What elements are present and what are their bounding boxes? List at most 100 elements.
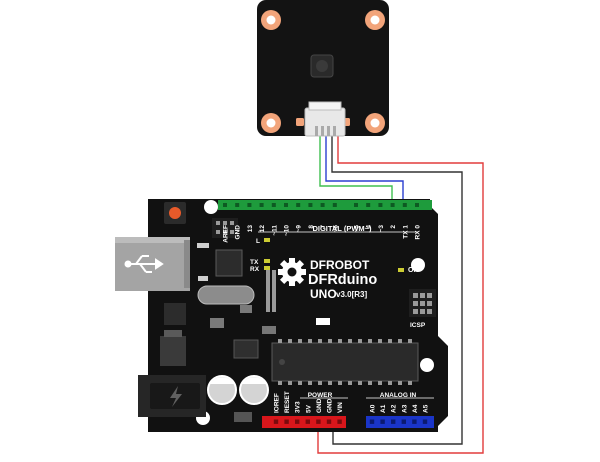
digital-pin-hole (366, 203, 371, 207)
digital-pin-hole (247, 203, 252, 207)
digital-pin-hole (354, 203, 358, 207)
board-hole (420, 358, 434, 372)
digital-header (218, 200, 432, 210)
analog-header (366, 416, 434, 428)
brand-label: DFROBOT (310, 258, 370, 272)
led-on (398, 268, 404, 272)
power-pin-hole (316, 419, 321, 424)
dfrobot-gear-icon (278, 258, 306, 286)
analog-pin-hole (412, 419, 417, 424)
power-pin-label: VIN (337, 402, 344, 413)
sensor-connector (304, 107, 346, 137)
analog-pin-label: A0 (370, 404, 377, 413)
digital-pin-label: 13 (247, 225, 254, 233)
wire-green (319, 136, 393, 203)
digital-pin-label: 7 (320, 225, 327, 229)
digital-pin-label: AREF (223, 225, 230, 243)
digital-pin-hole (223, 203, 227, 207)
digital-pin-hole (378, 203, 383, 207)
digital-pin-hole (308, 203, 313, 207)
voltage-regulator (160, 336, 186, 366)
dfrduino-board: DIGITAL (PWM~) AREF GND 13 12 ~11 ~10 ~9 8 7 ~6 ~5… (115, 199, 448, 432)
digital-pin-hole (235, 203, 240, 207)
led-tx-label: TX (250, 259, 259, 266)
power-pin-label: 5V (305, 404, 312, 413)
analog-pin-label: A5 (423, 404, 430, 413)
capacitor (207, 375, 237, 405)
wire-red (317, 136, 484, 454)
digital-pin-label: 8 (308, 225, 315, 229)
power-pin-label: IOREF (274, 393, 281, 413)
digital-pin-label: ~11 (271, 225, 278, 236)
analog-pin-label: A2 (391, 404, 398, 413)
digital-pin-label: RX 0 (415, 225, 422, 240)
usb-icon (124, 255, 164, 273)
sensor-module (257, 0, 389, 137)
digital-pin-label: GND (235, 225, 242, 240)
board-hole (411, 258, 425, 272)
lightning-icon (170, 386, 182, 407)
led-on-label: ON (408, 267, 419, 274)
version-label: v3.0[R3] (336, 290, 367, 299)
digital-pin-label: ~6 (332, 225, 339, 233)
analog-pin-label: A4 (412, 404, 419, 413)
digital-pin-hole (271, 203, 276, 207)
digital-pin-label: 12 (259, 225, 266, 233)
digital-pin-hole (390, 203, 395, 207)
led-tx (264, 259, 270, 263)
digital-pin-label: ~5 (354, 225, 361, 233)
digital-pin-hole (320, 203, 325, 207)
digital-pin-label: TX 1 (402, 225, 409, 239)
power-pin-hole (337, 419, 342, 424)
digital-pin-label: ~10 (284, 225, 291, 236)
digital-pin-label: ~3 (378, 225, 385, 233)
digital-header-label: DIGITAL (PWM~) (312, 224, 372, 233)
power-pin-label: RESET (284, 391, 291, 413)
led-l (264, 238, 270, 242)
wire-black (331, 136, 463, 445)
led-l-label: L (256, 238, 260, 245)
dc-power-jack (138, 375, 206, 417)
usb-chip (215, 249, 243, 277)
atmega-chip (271, 339, 419, 385)
board-hole (204, 200, 218, 214)
analog-pin-hole (369, 419, 375, 424)
power-header-label: POWER (308, 392, 333, 399)
power-pin-hole (326, 419, 332, 424)
power-pin-label: GND (316, 398, 323, 413)
analog-pin-hole (422, 419, 428, 424)
icsp-label: ICSP (410, 322, 426, 329)
digital-pin-hole (296, 203, 301, 207)
led-rx-label: RX (250, 266, 260, 273)
crystal-oscillator (197, 285, 255, 305)
power-pin-label: 3V3 (295, 401, 302, 413)
icsp-header (409, 289, 436, 317)
digital-pin-label: ~9 (296, 225, 303, 233)
wires (317, 136, 484, 454)
analog-pin-hole (401, 419, 406, 424)
digital-pin-hole (284, 203, 288, 207)
led-rx (264, 266, 270, 270)
analog-pin-hole (391, 419, 396, 424)
analog-pin-hole (380, 419, 385, 424)
wire-blue (325, 136, 404, 203)
power-pin-hole (305, 419, 310, 424)
analog-header-label: ANALOG IN (380, 392, 417, 399)
power-pin-hole (284, 419, 289, 424)
model-label: DFRduino (308, 272, 377, 288)
power-pin-label: GND (327, 398, 334, 413)
digital-pin-hole (415, 203, 419, 207)
digital-pin-label: 4 (366, 225, 373, 229)
digital-pin-hole (259, 203, 264, 207)
analog-pin-label: A3 (401, 404, 408, 413)
power-pin-hole (273, 419, 279, 424)
capacitor (239, 375, 269, 405)
usb-port (115, 237, 190, 291)
analog-pin-label: A1 (380, 404, 387, 413)
power-pin-hole (295, 419, 300, 424)
digital-pin-hole (332, 203, 337, 207)
power-header (262, 416, 346, 428)
digital-pin-hole (402, 203, 407, 207)
digital-pin-label: 2 (390, 225, 397, 229)
